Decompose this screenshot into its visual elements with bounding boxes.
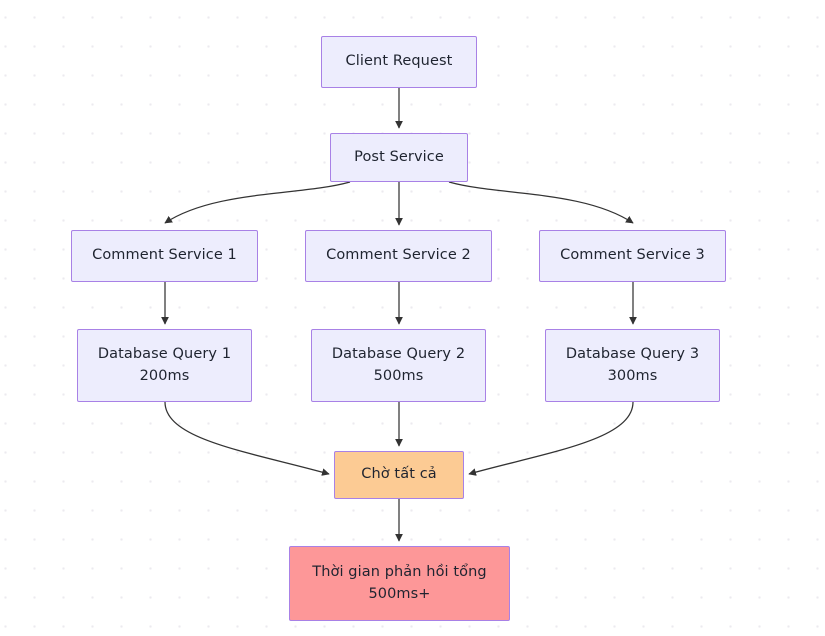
node-label: Comment Service 1 [92, 247, 237, 264]
edge-dbquery1-to-waitall [164, 401, 330, 476]
node-label: Comment Service 2 [326, 247, 471, 264]
edge-dbquery3-to-waitall [468, 401, 634, 476]
node-duration: 500ms+ [368, 585, 431, 602]
node-duration: 300ms [607, 367, 658, 384]
node-label: Comment Service 3 [560, 247, 705, 264]
edge-post-to-comment1 [164, 181, 351, 224]
node-database-query-3[interactable]: Database Query 3 300ms [545, 329, 720, 402]
node-wait-all[interactable]: Chờ tất cả [334, 451, 464, 499]
node-comment-service-2[interactable]: Comment Service 2 [305, 230, 492, 282]
node-label: Post Service [354, 148, 444, 165]
edge-post-to-comment3 [448, 181, 634, 224]
node-label: Thời gian phản hồi tổng [312, 564, 487, 581]
node-label: Chờ tất cả [361, 466, 437, 483]
node-label: Database Query 1 [97, 346, 232, 363]
node-label: Database Query 3 [565, 346, 700, 363]
node-database-query-2[interactable]: Database Query 2 500ms [311, 329, 486, 402]
node-database-query-1[interactable]: Database Query 1 200ms [77, 329, 252, 402]
node-client-request[interactable]: Client Request [321, 36, 477, 88]
node-duration: 500ms [373, 367, 424, 384]
node-duration: 200ms [139, 367, 190, 384]
node-label: Client Request [345, 53, 453, 70]
node-label: Database Query 2 [331, 346, 466, 363]
node-comment-service-3[interactable]: Comment Service 3 [539, 230, 726, 282]
node-total-response-time[interactable]: Thời gian phản hồi tổng 500ms+ [289, 546, 510, 621]
node-comment-service-1[interactable]: Comment Service 1 [71, 230, 258, 282]
node-post-service[interactable]: Post Service [330, 133, 468, 182]
